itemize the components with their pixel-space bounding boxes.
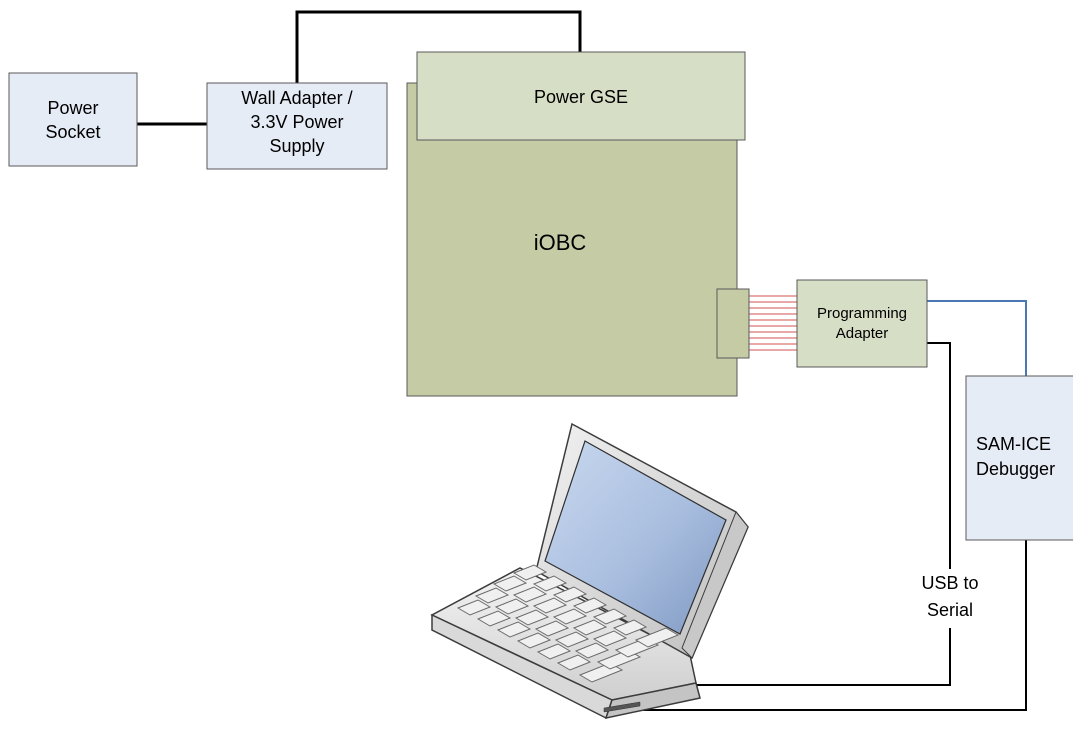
usb-serial-label-line1: USB to — [921, 573, 978, 593]
wall-adapter-label-line2: 3.3V Power — [250, 112, 343, 132]
programming-adapter-label-line2: Adapter — [836, 325, 889, 342]
wall-adapter-label-line3: Supply — [269, 136, 324, 156]
sam-ice-label-line2: Debugger — [976, 459, 1055, 479]
power-gse-board: Power GSE — [416, 51, 746, 141]
usb-serial-cable-lower — [685, 628, 951, 686]
power-gse-label: Power GSE — [534, 87, 628, 107]
wall-adapter-box: Wall Adapter / 3.3V Power Supply — [206, 82, 388, 170]
power-cable-adapter-to-gse — [295, 10, 582, 83]
sam-ice-debugger-box: SAM-ICE Debugger — [965, 375, 1073, 541]
iobc-connector — [716, 288, 750, 359]
jtag-cable — [927, 300, 1027, 376]
wall-adapter-label-line1: Wall Adapter / — [241, 88, 352, 108]
usb-serial-label-line2: Serial — [927, 600, 973, 620]
programming-adapter-label-line1: Programming — [817, 305, 907, 322]
usb-serial-label: USB to Serial — [921, 573, 978, 620]
power-socket-box: Power Socket — [8, 72, 138, 167]
ribbon-cable — [749, 295, 797, 351]
sam-ice-label-line1: SAM-ICE — [976, 434, 1051, 454]
laptop-icon — [430, 422, 749, 720]
power-socket-label-line1: Power — [47, 98, 98, 118]
power-socket-label-line2: Socket — [45, 122, 100, 142]
sam-ice-usb-cable — [630, 540, 1027, 711]
programming-adapter-box: Programming Adapter — [796, 279, 928, 368]
usb-serial-cable — [927, 342, 951, 569]
iobc-label: iOBC — [534, 230, 587, 255]
